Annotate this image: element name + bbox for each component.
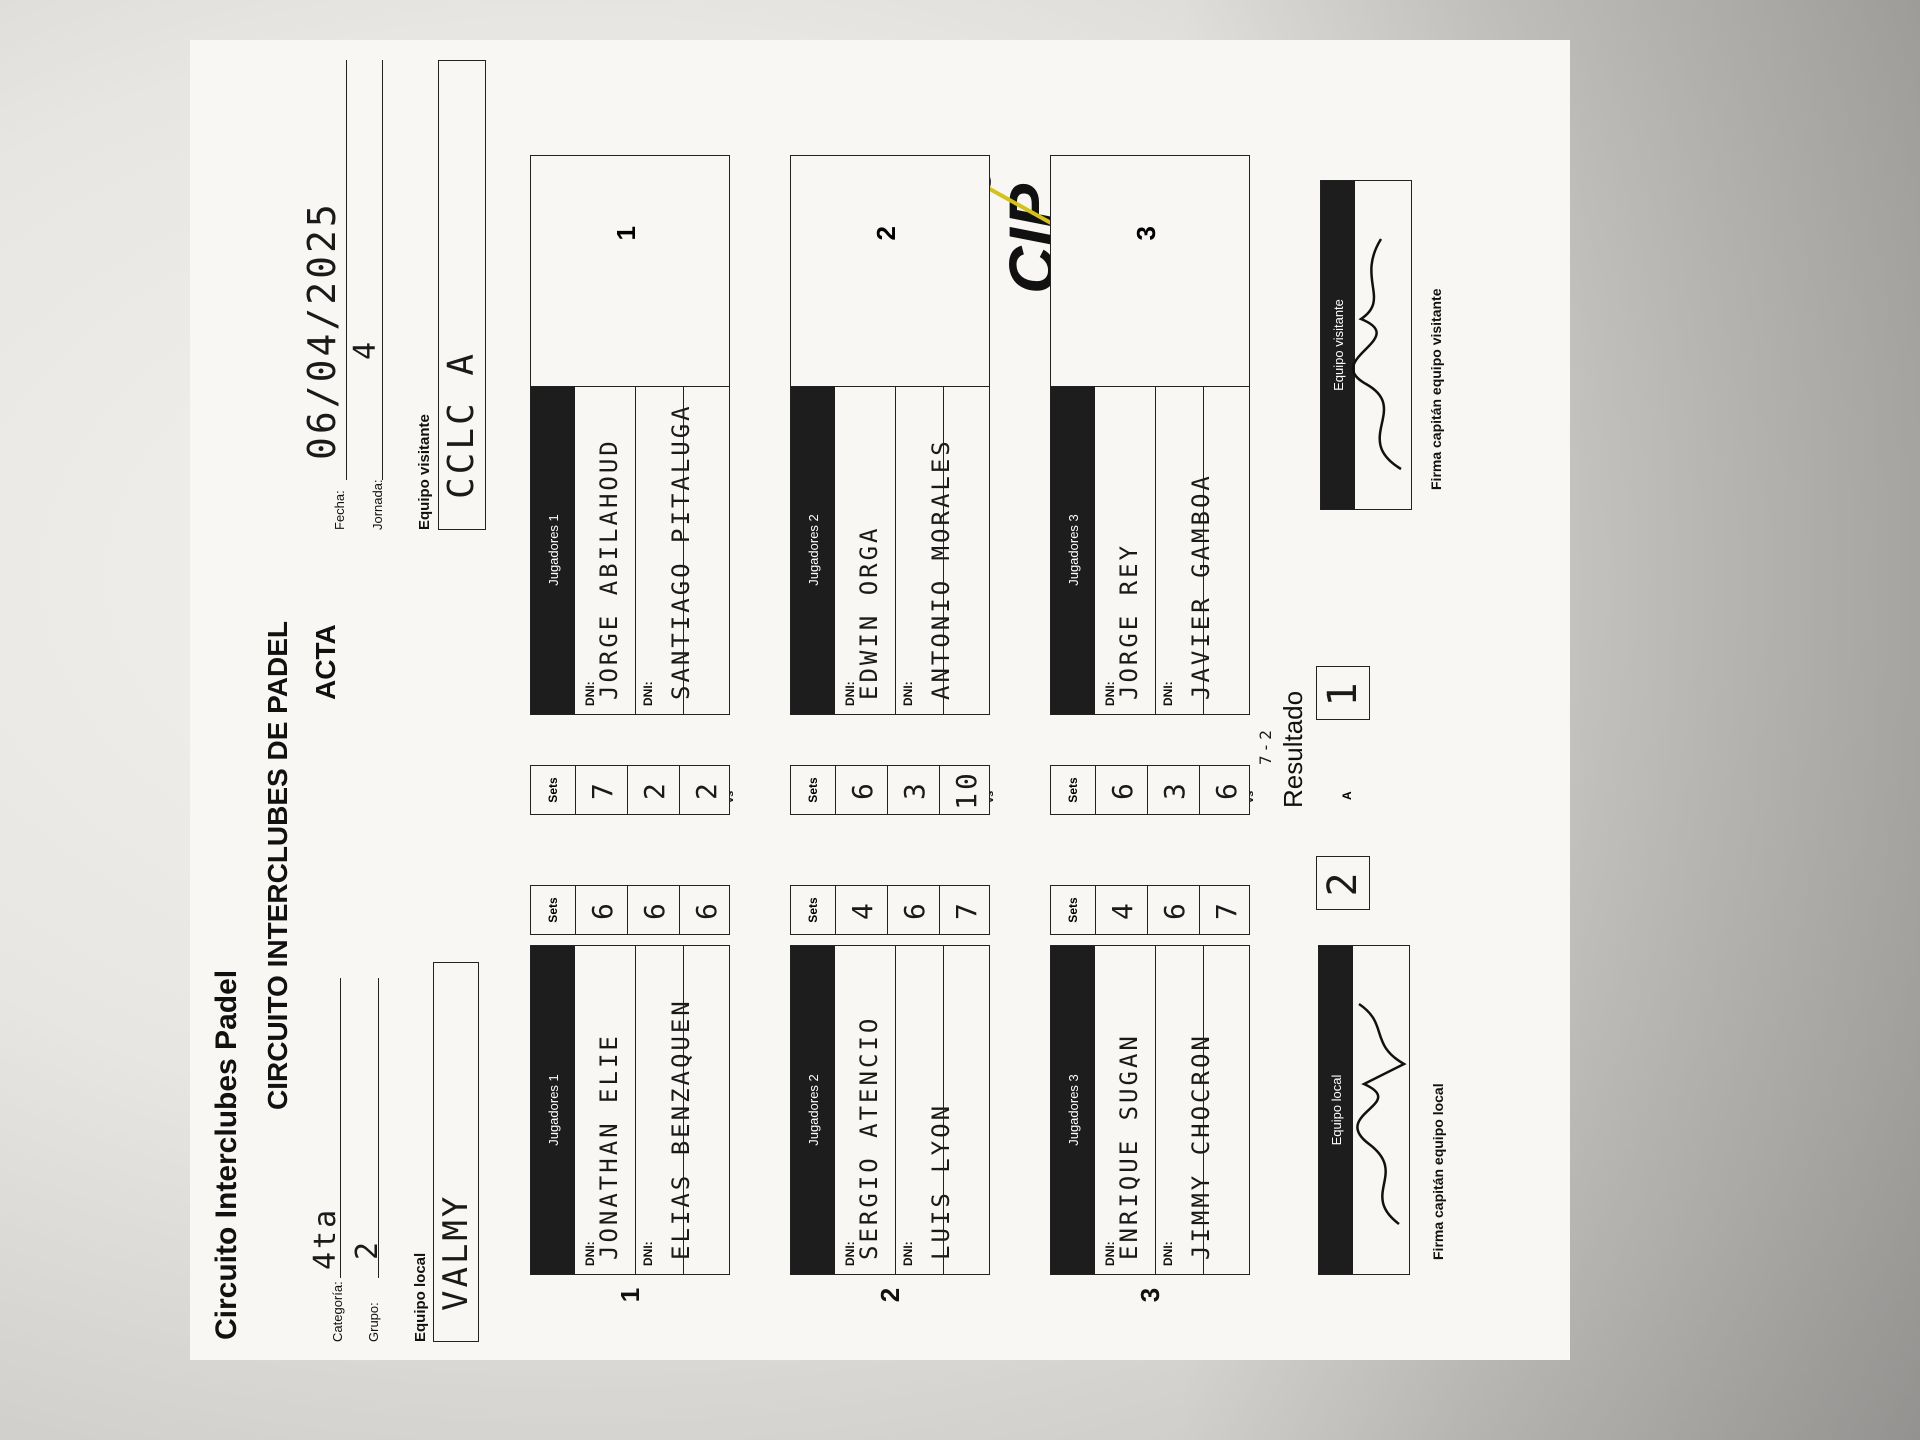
sets-label: Sets (546, 777, 560, 803)
match-number-1-right: 1 (611, 226, 641, 241)
local-pair-3-header: Jugadores 3 (1051, 946, 1095, 1274)
local-sets-2-set-2: 6 (887, 886, 940, 934)
signature-local-caption: Firma capitán equipo local (1430, 1083, 1446, 1260)
categoria-label: Categoría: (330, 1281, 345, 1342)
visit-pair-2-player-2: ANTONIO MORALES (927, 438, 955, 700)
result-a-label: A (1340, 791, 1354, 800)
categoria-value: 4ta (308, 1206, 343, 1270)
local-sets-3-set-3: 7 (1199, 886, 1252, 934)
visit-pair-2-header: Jugadores 2 (791, 386, 835, 714)
result-visit-score: 1 (1316, 666, 1370, 720)
dni-label: DNI: (641, 1241, 655, 1266)
sets-label: Sets (806, 777, 820, 803)
visit-sets-1-set-3: 2 (679, 766, 732, 814)
visit-pair-1: Jugadores 1 DNI: JORGE ABILAHOUD DNI: SA… (530, 155, 730, 715)
dni-label: DNI: (1161, 681, 1175, 706)
visit-pair-1-header: Jugadores 1 (531, 386, 575, 714)
local-pair-2-player-1: SERGIO ATENCIO (855, 1015, 883, 1260)
local-pair-3-player-2: JIMMY CHOCRON (1187, 1033, 1215, 1260)
grupo-label: Grupo: (366, 1302, 381, 1342)
jornada-label: Jornada: (370, 479, 385, 530)
local-pair-2: Jugadores 2 DNI: SERGIO ATENCIO DNI: LUI… (790, 945, 990, 1275)
equipo-local-label: Equipo local (412, 1252, 429, 1342)
local-sets-3-set-2: 6 (1147, 886, 1200, 934)
local-pair-1-player-1: JONATHAN ELIE (595, 1033, 623, 1260)
visit-pair-2: Jugadores 2 DNI: EDWIN ORGA DNI: ANTONIO… (790, 155, 990, 715)
signature-local-box: Equipo local (1318, 945, 1410, 1275)
signature-visit-box: Equipo visitante (1320, 180, 1412, 510)
local-sets-3: Sets 4 6 7 (1050, 885, 1252, 935)
local-sets-1-set-3: 6 (679, 886, 732, 934)
visit-pair-3-header: Jugadores 3 (1051, 386, 1095, 714)
visit-sets-1-set-2: 2 (627, 766, 680, 814)
visit-sets-1: Sets 7 2 2 (530, 765, 732, 815)
result-local-score: 2 (1316, 856, 1370, 910)
fecha-label: Fecha: (332, 490, 347, 530)
paper-sheet: CIP Circuito Interclubes Padel CIRCUITO … (190, 40, 1570, 1360)
form-content: CIP Circuito Interclubes Padel CIRCUITO … (190, 40, 1570, 1360)
grupo-value: 2 (350, 1238, 385, 1260)
local-pair-1-player-2: ELIAS BENZAQUEN (667, 998, 695, 1260)
local-sets-1-set-1: 6 (575, 886, 628, 934)
local-pair-2-header: Jugadores 2 (791, 946, 835, 1274)
match-number-3-right: 3 (1131, 226, 1161, 241)
equipo-local-box: VALMY (433, 962, 479, 1342)
visit-sets-3-set-2: 3 (1147, 766, 1200, 814)
sets-label: Sets (1066, 777, 1080, 803)
local-pair-3-player-1: ENRIQUE SUGAN (1115, 1033, 1143, 1260)
visit-sets-2-set-1: 6 (835, 766, 888, 814)
visit-pair-1-player-2: SANTIAGO PITALUGA (667, 403, 695, 700)
dni-label: DNI: (641, 681, 655, 706)
dni-label: DNI: (901, 681, 915, 706)
local-sets-2-set-1: 4 (835, 886, 888, 934)
visit-pair-3-player-2: JAVIER GAMBOA (1187, 473, 1215, 700)
equipo-visitante-label: Equipo visitante (416, 414, 433, 530)
visit-sets-2-set-3: 10 (939, 766, 992, 814)
visit-sets-3: Sets 6 3 6 (1050, 765, 1252, 815)
form-title: CIRCUITO INTERCLUBES DE PADEL (262, 621, 293, 1110)
local-sets-3-set-1: 4 (1095, 886, 1148, 934)
jornada-value: 4 (348, 338, 383, 360)
signature-visit-caption: Firma capitán equipo visitante (1428, 288, 1444, 491)
local-pair-3: Jugadores 3 DNI: ENRIQUE SUGAN DNI: JIMM… (1050, 945, 1250, 1275)
form-subtitle: ACTA (310, 624, 341, 700)
fecha-value: 06/04/2025 (300, 201, 344, 460)
visit-pair-3-player-1: JORGE REY (1115, 542, 1143, 700)
local-sets-1: Sets 6 6 6 (530, 885, 732, 935)
visit-pair-1-player-1: JORGE ABILAHOUD (595, 438, 623, 700)
sets-label: Sets (1066, 897, 1080, 923)
resultado-label: Resultado (1278, 690, 1308, 808)
dni-label: DNI: (1161, 1241, 1175, 1266)
site-title: Circuito Interclubes Padel (210, 969, 243, 1340)
equipo-visitante-name: CCLC A (441, 350, 482, 499)
local-pair-1: Jugadores 1 DNI: JONATHAN ELIE DNI: ELIA… (530, 945, 730, 1275)
local-sets-2-set-3: 7 (939, 886, 992, 934)
local-sets-2: Sets 4 6 7 (790, 885, 992, 935)
visit-sets-3-set-1: 6 (1095, 766, 1148, 814)
visit-pair-3: Jugadores 3 DNI: JORGE REY DNI: JAVIER G… (1050, 155, 1250, 715)
visit-sets-2-set-2: 3 (887, 766, 940, 814)
signature-local-header: Equipo local (1319, 946, 1353, 1274)
signature-local-scribble (1356, 1002, 1407, 1225)
visit-pair-2-player-1: EDWIN ORGA (855, 525, 883, 701)
match-number-2-right: 2 (871, 226, 901, 241)
local-sets-1-set-2: 6 (627, 886, 680, 934)
sets-label: Sets (546, 897, 560, 923)
visit-sets-2: Sets 6 3 10 (790, 765, 992, 815)
sets-label: Sets (806, 897, 820, 923)
tie-note: 7-2 (1256, 727, 1275, 765)
local-pair-1-header: Jugadores 1 (531, 946, 575, 1274)
visit-sets-3-set-3: 6 (1199, 766, 1252, 814)
dni-label: DNI: (901, 1241, 915, 1266)
signature-visit-scribble (1351, 238, 1402, 471)
equipo-local-name: VALMY (436, 1193, 476, 1311)
equipo-visitante-box: CCLC A (438, 60, 486, 530)
local-pair-2-player-2: LUIS LYON (927, 1102, 955, 1260)
visit-sets-1-set-1: 7 (575, 766, 628, 814)
